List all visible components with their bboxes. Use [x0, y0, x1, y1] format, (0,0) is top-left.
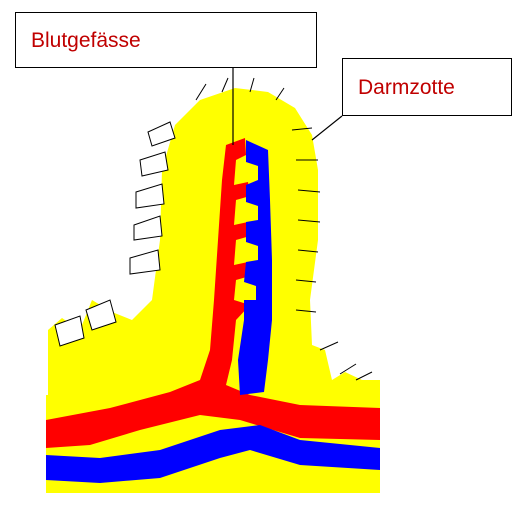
leader-line-darmzotte	[312, 116, 342, 140]
label-darmzotte: Darmzotte	[342, 58, 512, 116]
label-blutgefaesse: Blutgefässe	[15, 12, 317, 68]
